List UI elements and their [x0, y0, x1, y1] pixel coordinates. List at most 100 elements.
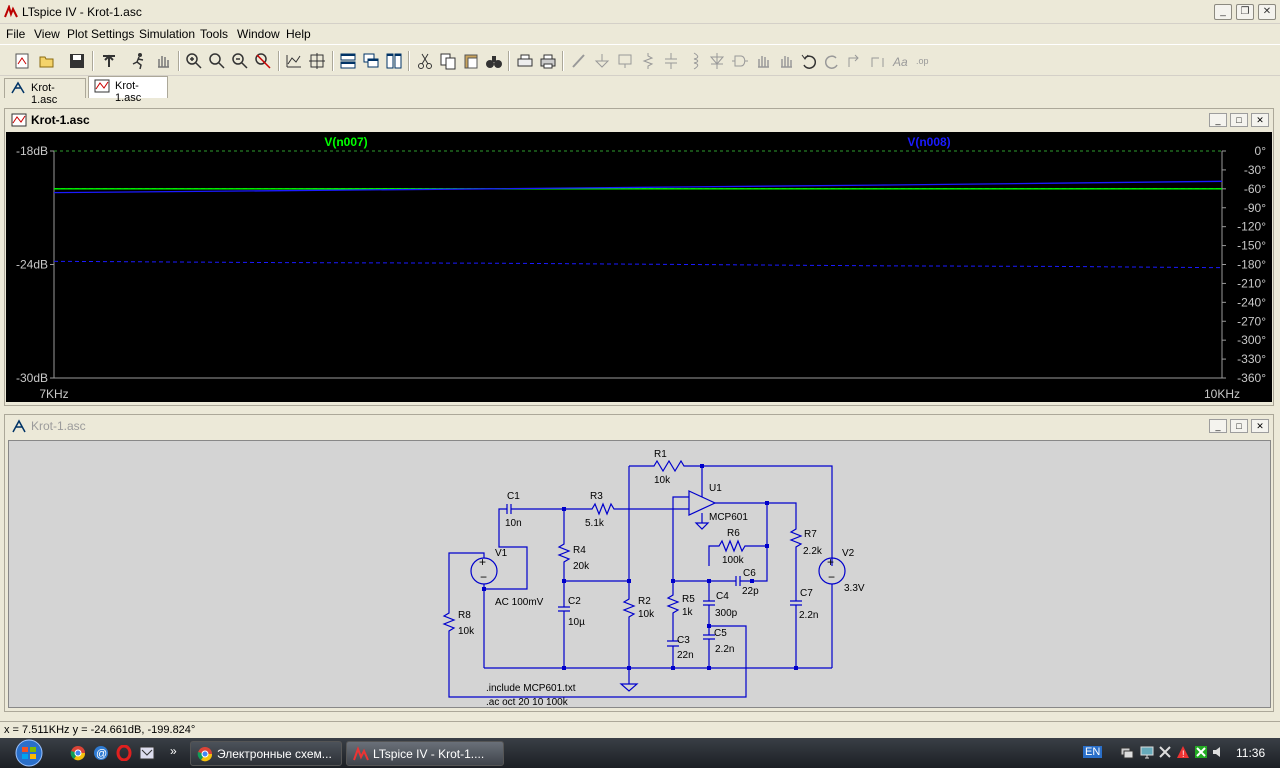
- taskbar-chrome-button[interactable]: Электронные схем...: [190, 741, 342, 766]
- open-schematic-icon[interactable]: [14, 52, 32, 70]
- print-icon[interactable]: [539, 52, 557, 70]
- c3-value: 22n: [677, 650, 694, 661]
- include-directive[interactable]: .include MCP601.txt: [486, 683, 576, 694]
- run-icon[interactable]: [130, 52, 148, 70]
- autorange-icon[interactable]: [285, 52, 303, 70]
- taskbar-ltspice-button[interactable]: LTspice IV - Krot-1....: [346, 741, 504, 766]
- y-right-tick-label: -180°: [1237, 258, 1266, 272]
- zoom-cancel-icon[interactable]: [254, 52, 272, 70]
- quicklaunch-overflow-icon[interactable]: »: [170, 744, 177, 758]
- bode-plot[interactable]: -18dB-24dB-30dB0°-30°-60°-90°-120°-150°-…: [6, 132, 1272, 402]
- ac-directive[interactable]: .ac oct 20 10 100k: [486, 697, 569, 708]
- pan-icon[interactable]: [154, 52, 172, 70]
- volume-icon[interactable]: [1212, 745, 1226, 759]
- app-quicklaunch-icon[interactable]: [139, 745, 155, 761]
- close-button[interactable]: ✕: [1258, 4, 1276, 20]
- drag-icon[interactable]: [777, 52, 795, 70]
- redo-icon[interactable]: [823, 52, 841, 70]
- wire-icon[interactable]: [570, 52, 588, 70]
- v1-ref: V1: [495, 548, 508, 559]
- r5-ref: R5: [682, 594, 695, 605]
- mark-icon[interactable]: [308, 52, 326, 70]
- paste-icon[interactable]: [462, 52, 480, 70]
- mirror-icon[interactable]: [869, 52, 887, 70]
- plot-minimize-button[interactable]: _: [1209, 113, 1227, 127]
- find-icon[interactable]: [485, 52, 503, 70]
- schematic-canvas[interactable]: +− +− R1 10k C1 10n R3 5.1k U1 MCP601 R6…: [8, 440, 1271, 708]
- legend-series-1[interactable]: V(n008): [907, 135, 950, 149]
- plot-maximize-button[interactable]: □: [1230, 113, 1248, 127]
- cascade-icon[interactable]: [362, 52, 380, 70]
- tab-waveform[interactable]: Krot-1.asc: [88, 76, 168, 104]
- cut-icon[interactable]: [416, 52, 434, 70]
- series-1-magnitude-line[interactable]: [53, 180, 1223, 194]
- y-left-tick-label: -24dB: [16, 258, 48, 272]
- spice-directive-icon[interactable]: .op: [915, 52, 933, 70]
- menu-window[interactable]: Window: [237, 27, 280, 41]
- save-icon[interactable]: [68, 52, 86, 70]
- svg-text:+: +: [827, 555, 834, 569]
- zoom-area-icon[interactable]: [208, 52, 226, 70]
- r8-ref: R8: [458, 610, 471, 621]
- resistor-icon[interactable]: [639, 52, 657, 70]
- rotate-icon[interactable]: [846, 52, 864, 70]
- print-setup-icon[interactable]: [516, 52, 534, 70]
- diode-icon[interactable]: [708, 52, 726, 70]
- component-icon[interactable]: [731, 52, 749, 70]
- schematic-drawing[interactable]: +− +− R1 10k C1 10n R3 5.1k U1 MCP601 R6…: [9, 441, 1272, 709]
- menu-simulation[interactable]: Simulation: [139, 27, 196, 41]
- c6-value: 22p: [742, 586, 759, 597]
- restore-button[interactable]: ❐: [1236, 4, 1254, 20]
- start-orb-icon[interactable]: [10, 739, 48, 767]
- security-icon[interactable]: [1194, 745, 1208, 759]
- legend-series-0[interactable]: V(n007): [324, 135, 367, 149]
- mail-quicklaunch-icon[interactable]: @: [93, 745, 109, 761]
- menu-view[interactable]: View: [34, 27, 60, 41]
- v2-value: 3.3V: [844, 583, 865, 594]
- r6-ref: R6: [727, 528, 740, 539]
- u1-ref: U1: [709, 483, 722, 494]
- copy-icon[interactable]: [439, 52, 457, 70]
- undo-icon[interactable]: [800, 52, 818, 70]
- clock[interactable]: 11:36: [1236, 746, 1266, 760]
- zoom-in-icon[interactable]: [185, 52, 203, 70]
- cursor-readout: x = 7.511KHz y = -24.661dB, -199.824°: [4, 724, 196, 736]
- opera-quicklaunch-icon[interactable]: [116, 745, 132, 761]
- series-1-phase-line[interactable]: [53, 260, 1223, 269]
- task-label: Электронные схем...: [217, 747, 332, 761]
- language-indicator[interactable]: EN: [1083, 746, 1103, 758]
- tab-schematic[interactable]: Krot-1.asc: [4, 78, 86, 106]
- menu-file[interactable]: File: [6, 27, 26, 41]
- ltspice-logo-icon: [4, 5, 18, 18]
- menu-tools[interactable]: Tools: [200, 27, 229, 41]
- chrome-quicklaunch-icon[interactable]: [70, 745, 86, 761]
- plot-close-button[interactable]: ✕: [1251, 113, 1269, 127]
- tile-horizontal-icon[interactable]: [339, 52, 357, 70]
- open-file-icon[interactable]: [38, 52, 56, 70]
- v1-value: AC 100mV: [495, 597, 544, 608]
- text-icon[interactable]: Aa: [892, 52, 910, 70]
- capacitor-icon[interactable]: [662, 52, 680, 70]
- schem-maximize-button[interactable]: □: [1230, 419, 1248, 433]
- display-icon[interactable]: [1140, 745, 1154, 759]
- y-right-tick-label: -210°: [1237, 276, 1266, 290]
- move-icon[interactable]: [754, 52, 772, 70]
- waveform-icon: [11, 113, 27, 127]
- control-panel-icon[interactable]: [100, 52, 118, 70]
- y-right-tick-label: -30°: [1244, 163, 1266, 177]
- zoom-out-icon[interactable]: [231, 52, 249, 70]
- inductor-icon[interactable]: [685, 52, 703, 70]
- menu-help[interactable]: Help: [286, 27, 311, 41]
- tools-icon[interactable]: [1158, 745, 1172, 759]
- schem-close-button[interactable]: ✕: [1251, 419, 1269, 433]
- ground-icon[interactable]: [593, 52, 611, 70]
- warning-icon[interactable]: !: [1176, 745, 1190, 759]
- menu-plot-settings[interactable]: Plot Settings: [67, 27, 135, 41]
- label-icon[interactable]: [616, 52, 634, 70]
- network-icon[interactable]: [1120, 745, 1134, 759]
- schem-minimize-button[interactable]: _: [1209, 419, 1227, 433]
- minimize-button[interactable]: _: [1214, 4, 1232, 20]
- svg-text:Aa: Aa: [892, 55, 908, 69]
- tile-vertical-icon[interactable]: [385, 52, 403, 70]
